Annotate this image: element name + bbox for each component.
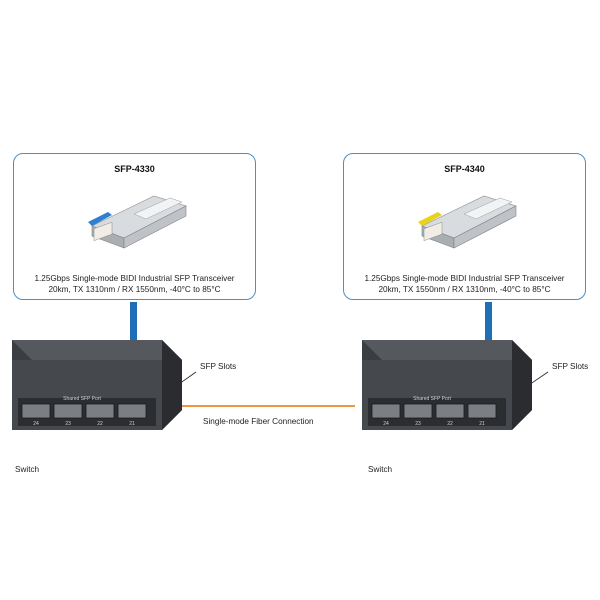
sfp-slots-label-left: SFP Slots (200, 362, 237, 371)
port-group-label: Shared SFP Port (63, 396, 101, 402)
port-number: 23 (65, 421, 71, 427)
latch-color-marker (88, 212, 112, 226)
description-line-2: 20km, TX 1550nm / RX 1310nm, -40°C to 85… (378, 285, 551, 294)
product-model-title: SFP-4330 (114, 164, 155, 174)
port-number: 21 (479, 421, 485, 427)
product-card-sfp-4330: SFP-4330 1.25Gbps Single-mode BIDI Indus… (13, 153, 256, 300)
description-line-2: 20km, TX 1310nm / RX 1550nm, -40°C to 85… (48, 285, 221, 294)
port-number: 24 (33, 421, 39, 427)
switch-label-left: Switch (15, 465, 40, 474)
product-description: 1.25Gbps Single-mode BIDI Industrial SFP… (344, 273, 585, 295)
latch-color-marker (418, 212, 442, 226)
switch-label-right: Switch (368, 465, 393, 474)
port-number: 21 (129, 421, 135, 427)
port-number: 22 (447, 421, 453, 427)
port-number: 22 (97, 421, 103, 427)
product-model-title: SFP-4340 (444, 164, 485, 174)
sfp-transceiver-image (88, 195, 187, 249)
sfp-slots-label-right: SFP Slots (552, 362, 589, 371)
port-group-label: Shared SFP Port (413, 396, 451, 402)
description-line-1: 1.25Gbps Single-mode BIDI Industrial SFP… (364, 274, 565, 283)
network-switch: Shared SFP Port 24 23 22 21 (362, 340, 532, 430)
network-switch: Shared SFP Port 24 23 22 21 (12, 340, 182, 430)
fiber-connection-label: Single-mode Fiber Connection (203, 417, 314, 426)
description-line-1: 1.25Gbps Single-mode BIDI Industrial SFP… (34, 274, 235, 283)
product-card-sfp-4340: SFP-4340 1.25Gbps Single-mode BIDI Indus… (343, 153, 586, 300)
port-number: 24 (383, 421, 389, 427)
product-description: 1.25Gbps Single-mode BIDI Industrial SFP… (14, 273, 255, 295)
sfp-transceiver-image (418, 195, 517, 249)
port-number: 23 (415, 421, 421, 427)
